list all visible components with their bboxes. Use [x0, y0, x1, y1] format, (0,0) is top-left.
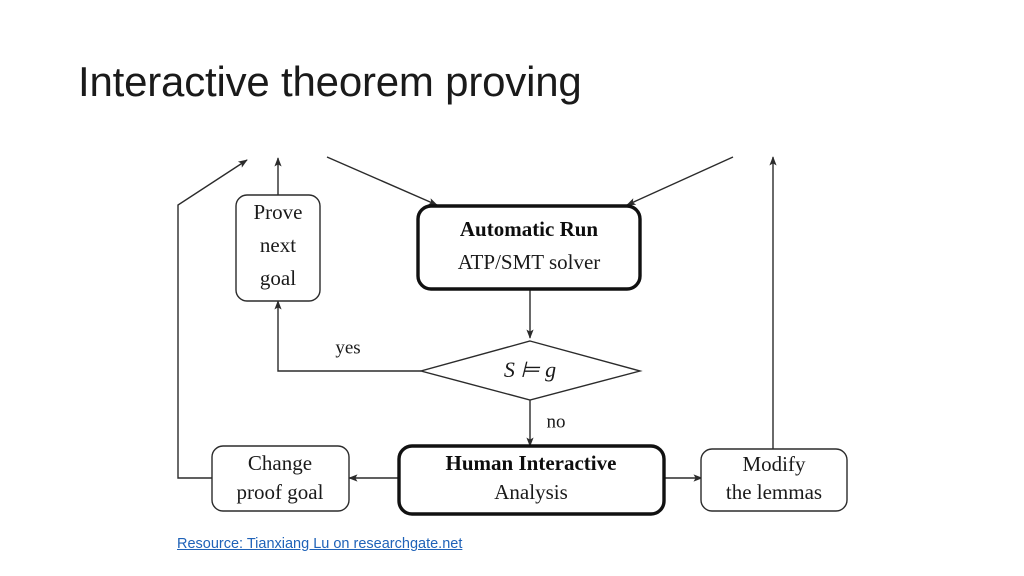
prove-next-goal-line1: Prove [254, 200, 303, 224]
decision-label: S ⊨ g [504, 357, 556, 382]
edge-incoming-left-to-automatic-run [326, 156, 438, 206]
human-interactive-subtitle: Analysis [494, 480, 568, 504]
change-proof-goal-line1: Change [248, 451, 312, 475]
modify-the-lemmas-line2: the lemmas [726, 480, 822, 504]
node-human-interactive[interactable]: Human Interactive Analysis [397, 444, 666, 516]
modify-the-lemmas-line1: Modify [743, 452, 807, 476]
node-prove-next-goal[interactable]: Prove next goal [235, 194, 321, 302]
change-proof-goal-box[interactable] [211, 445, 350, 512]
automatic-run-subtitle: ATP/SMT solver [458, 250, 601, 274]
modify-the-lemmas-box[interactable] [700, 448, 848, 512]
human-interactive-box[interactable] [397, 444, 666, 516]
node-decision[interactable]: S ⊨ g [418, 340, 643, 401]
human-interactive-title: Human Interactive [446, 451, 617, 475]
edge-yes-to-prove-goal [274, 300, 421, 372]
page-title: Interactive theorem proving [78, 58, 582, 105]
node-modify-the-lemmas[interactable]: Modify the lemmas [700, 448, 848, 512]
edge-label-yes: yes [335, 337, 360, 358]
node-change-proof-goal[interactable]: Change proof goal [211, 445, 350, 512]
change-proof-goal-line2: proof goal [237, 480, 324, 504]
automatic-run-box[interactable] [416, 204, 642, 291]
edge-change-goal-to-outside [177, 159, 248, 479]
source-link[interactable]: Resource: Tianxiang Lu on researchgate.n… [177, 536, 463, 552]
automatic-run-title: Automatic Run [460, 217, 599, 241]
prove-next-goal-line2: next [260, 233, 296, 257]
decision-diamond[interactable] [418, 340, 643, 401]
prove-next-goal-box[interactable] [235, 194, 321, 302]
edge-label-no: no [547, 411, 566, 432]
node-automatic-run[interactable]: Automatic Run ATP/SMT solver [416, 204, 642, 291]
prove-next-goal-line3: goal [260, 266, 296, 290]
edge-incoming-right-to-automatic-run [626, 156, 734, 206]
